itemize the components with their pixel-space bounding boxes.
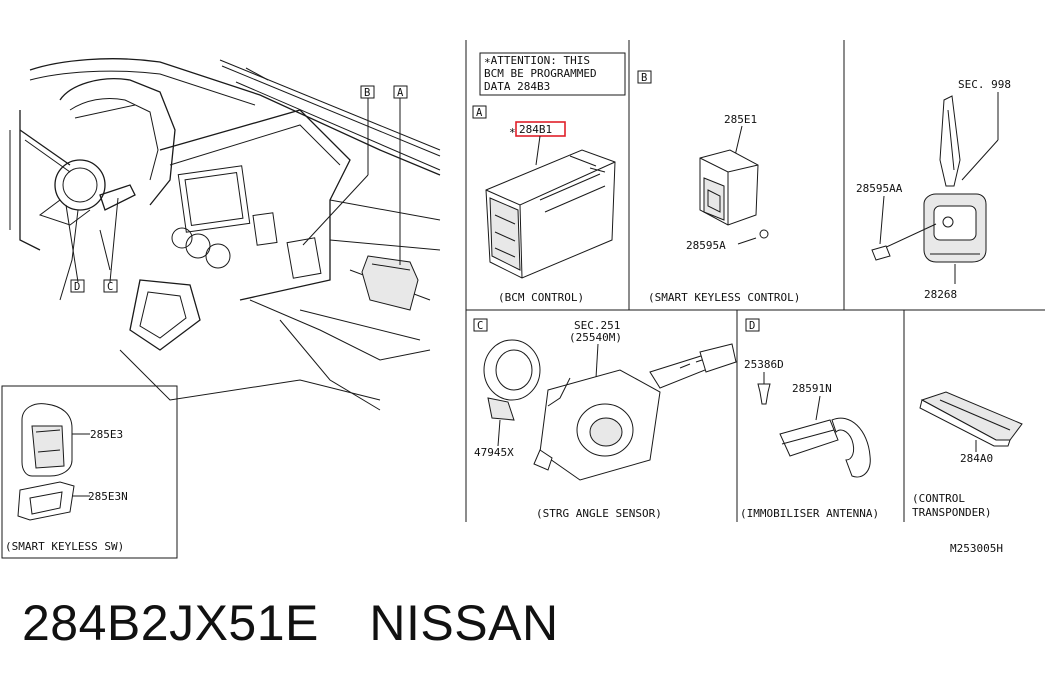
caption-control: (CONTROL (912, 492, 965, 505)
control-transponder-panel: 284A0 (CONTROL TRANSPONDER) (912, 391, 1023, 519)
ref-box-d-overview: D (70, 279, 85, 293)
part-number-25386d: 25386D (744, 358, 784, 371)
panel-frame (1, 40, 1045, 559)
part-number-285e3: 285E3 (90, 428, 123, 441)
caption-smart-keyless-sw: (SMART KEYLESS SW) (5, 540, 124, 553)
caption-immobiliser-antenna: (IMMOBILISER ANTENNA) (740, 507, 879, 520)
part-number-28595a: 28595A (686, 239, 726, 252)
panel-ref-b: B (641, 72, 647, 84)
caption-bcm-control: (BCM CONTROL) (498, 291, 584, 304)
part-number-28591n: 28591N (792, 382, 832, 395)
ref-label-d: D (74, 281, 80, 293)
panel-ref-c: C (477, 320, 483, 332)
caption-strg-angle-sensor: (STRG ANGLE SENSOR) (536, 507, 662, 520)
parts-diagram: B A D C 285E3 285E3N (SMART KEYLESS SW) … (1, 40, 1045, 559)
part-number-28268: 28268 (924, 288, 957, 301)
ref-label-b: B (364, 87, 370, 99)
part-number-28595aa: 28595AA (856, 182, 903, 195)
ref-box-b-overview: B (360, 85, 375, 99)
smart-keyless-sw-panel: 285E3 285E3N (SMART KEYLESS SW) (5, 403, 128, 553)
ref-box-a-overview: A (393, 85, 408, 99)
part-number-285e1: 285E1 (724, 113, 757, 126)
smart-keyless-control-panel: B 285E1 28595A (SMART KEYLESS CONTROL) (637, 70, 800, 304)
immobiliser-antenna-panel: D 25386D 28591N (IMMOBILISER ANTENNA) (740, 318, 879, 520)
ref-label-c: C (107, 281, 113, 293)
part-number-sec-251: SEC.251 (574, 319, 620, 332)
part-number-284b1: 284B1 (519, 123, 552, 136)
part-number-sec-998: SEC. 998 (958, 78, 1011, 91)
panel-ref-d: D (749, 320, 755, 332)
attention-line-3: DATA 284B3 (484, 80, 550, 93)
dashboard-illustration (9, 58, 441, 411)
attention-line-2: BCM BE PROGRAMMED (484, 67, 597, 80)
attention-note-box (479, 52, 626, 96)
panel-ref-a: A (476, 107, 483, 119)
key-panel: SEC. 998 28595AA 28268 (856, 78, 1011, 301)
attention-line-1: ∗ATTENTION: THIS (484, 54, 590, 67)
ref-label-a: A (397, 87, 404, 99)
bcm-highlight-box (515, 121, 566, 137)
part-number-25540m: (25540M) (569, 331, 622, 344)
diagram-code: M253005H (950, 542, 1003, 555)
ref-box-c-overview: C (103, 279, 118, 293)
part-number-284a0: 284A0 (960, 452, 993, 465)
bcm-asterisk: ∗ (509, 124, 516, 137)
part-number-285e3n: 285E3N (88, 490, 128, 503)
caption-transponder: TRANSPONDER) (912, 506, 991, 519)
product-title: 284B2JX51E NISSAN (22, 595, 559, 651)
strg-angle-sensor-panel: C SEC.251 (25540M) 47945X (STRG ANGLE SE… (473, 318, 737, 520)
caption-smart-keyless-control: (SMART KEYLESS CONTROL) (648, 291, 800, 304)
part-number-47945x: 47945X (474, 446, 514, 459)
bcm-panel: ∗ATTENTION: THIS BCM BE PROGRAMMED DATA … (472, 52, 626, 304)
